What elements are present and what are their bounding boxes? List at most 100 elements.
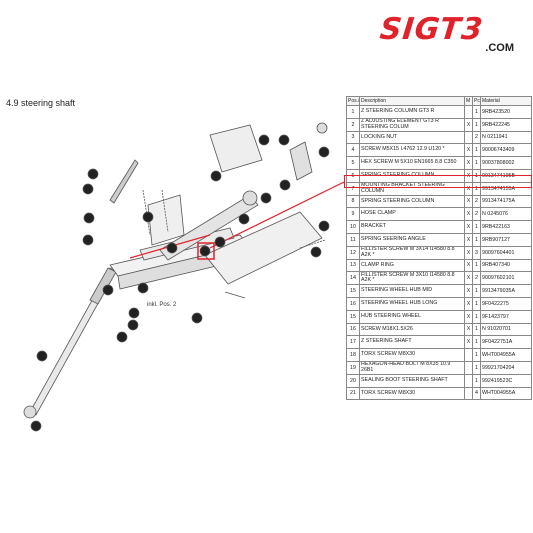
- callout-21: [127, 319, 139, 331]
- callout-5: [82, 234, 94, 246]
- cell-pos: 4: [346, 143, 360, 158]
- callout-label-4: 4: [91, 170, 96, 179]
- cell-desc: SCREW M5X15 I.4762 12.9 U120 *: [359, 143, 465, 158]
- cell-pc: 1: [472, 335, 481, 350]
- cell-pos: 10: [346, 220, 360, 234]
- cell-pc: 1: [472, 360, 481, 375]
- cell-m: X: [464, 284, 473, 298]
- cell-pc: 1: [472, 143, 481, 158]
- callout-17: [102, 284, 114, 296]
- cell-m: X: [464, 271, 473, 286]
- cell-material: 9913479035A: [480, 284, 532, 298]
- cell-pos: 8: [346, 194, 360, 209]
- callout-11: [128, 307, 140, 319]
- callout-7: [166, 242, 178, 254]
- callout-label-10: 10: [240, 215, 249, 224]
- callout-label-16: 16: [320, 148, 329, 157]
- cell-m: [464, 373, 473, 388]
- cell-pos: 16: [346, 322, 360, 337]
- callout-label-5: 5: [86, 236, 91, 245]
- cell-pos: 13: [346, 258, 360, 273]
- callout-10: [238, 213, 250, 225]
- callout-label-6: 6: [203, 247, 208, 256]
- callout-label-20: 20: [38, 352, 47, 361]
- cell-desc: TORX SCREW M8X30: [359, 386, 465, 401]
- cell-pc: 2: [472, 194, 481, 209]
- cell-pc: 1: [472, 309, 481, 324]
- cell-material: 9RB423520: [480, 105, 532, 119]
- cell-pos: 19: [346, 360, 360, 375]
- callout-8: [142, 211, 154, 223]
- callout-label-1: 1: [141, 284, 146, 293]
- callout-15: [260, 192, 272, 204]
- callout-label-19: 19: [32, 422, 41, 431]
- cell-pos: 15: [346, 284, 360, 298]
- cell-pos: 3: [346, 130, 360, 145]
- callout-label-11: 11: [130, 309, 139, 318]
- callout-16: [318, 146, 330, 158]
- cell-desc: HEX SCREW M 5X10 EN1665 8.8 C350: [359, 156, 465, 170]
- callout-label-12: 12: [260, 136, 269, 145]
- callout-1: [137, 282, 149, 294]
- cell-m: [464, 348, 473, 362]
- cell-pc: 2: [472, 207, 481, 222]
- cell-m: [464, 386, 473, 401]
- cell-desc: HUB STEERING WHEEL: [359, 309, 465, 324]
- cell-pos: 20: [346, 373, 360, 388]
- cell-material: N 91020701: [480, 322, 532, 337]
- brand-logo[interactable]: SIGT3 .COM: [378, 12, 520, 54]
- cell-pos: 2: [346, 117, 360, 132]
- cell-m: [464, 130, 473, 145]
- cell-m: X: [464, 207, 473, 222]
- cell-m: X: [464, 194, 473, 209]
- header-pos: Pos./No.: [346, 96, 360, 106]
- cell-pc: 1: [472, 117, 481, 132]
- cell-material: 90006743409: [480, 143, 532, 158]
- cell-m: X: [464, 156, 473, 170]
- callout-label-9: 9: [87, 214, 92, 223]
- cell-pc: 1: [472, 284, 481, 298]
- cell-desc: HEXAGON-HEAD BOLT M 8X35 10.9 26B1: [359, 360, 465, 375]
- section-title: 4.9 steering shaft: [6, 98, 76, 108]
- callout-label-14: 14: [281, 181, 290, 190]
- cell-pc: 1: [472, 232, 481, 247]
- cell-material: 90037808002: [480, 156, 532, 170]
- callout-19: [30, 420, 42, 432]
- cell-desc: Z STEERING SHAFT: [359, 335, 465, 350]
- cell-pc: 1: [472, 296, 481, 311]
- cell-pos: 15: [346, 309, 360, 324]
- callout-20: [36, 350, 48, 362]
- callout-label-23: 23: [212, 172, 221, 181]
- cell-pos: 17: [346, 335, 360, 350]
- brand-name: SIGT3: [378, 12, 486, 47]
- cell-m: X: [464, 309, 473, 324]
- cell-material: N 0211941: [480, 130, 532, 145]
- cell-pos: 5: [346, 156, 360, 170]
- callout-25: [214, 236, 226, 248]
- cell-material: 9RB422245: [480, 117, 532, 132]
- callout-label-7: 7: [170, 244, 175, 253]
- cell-material: WHT004955A: [480, 386, 532, 401]
